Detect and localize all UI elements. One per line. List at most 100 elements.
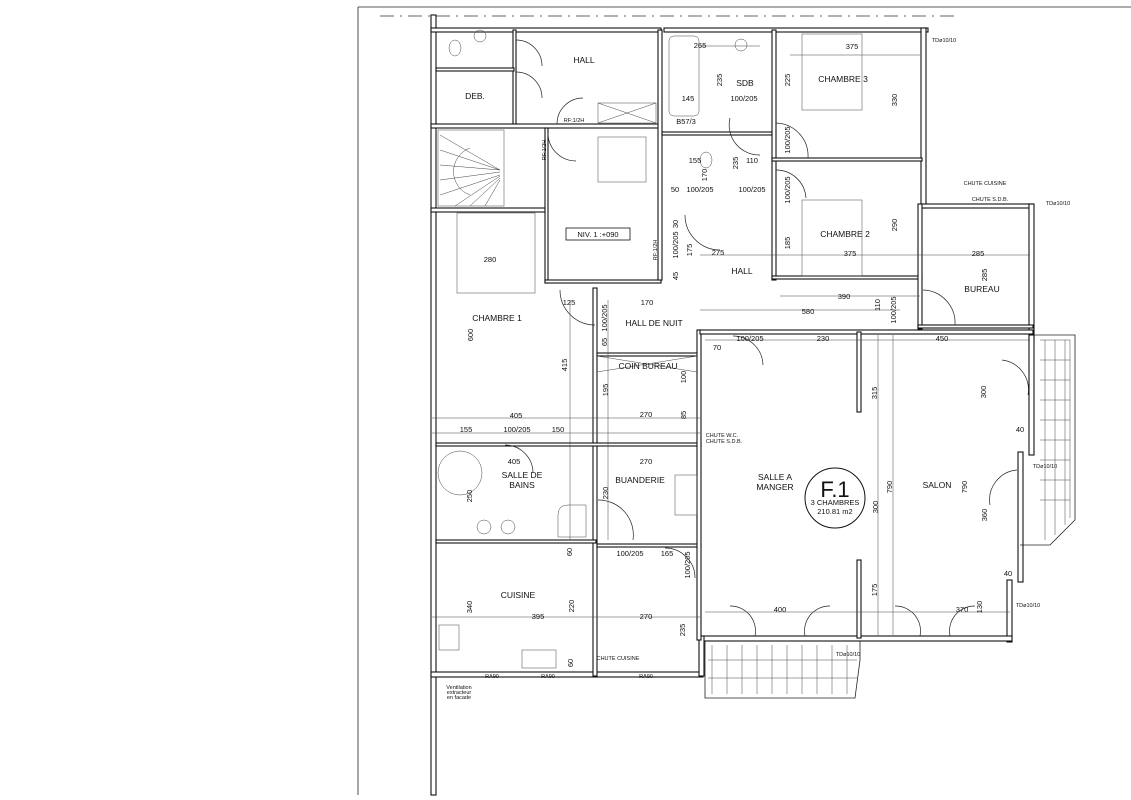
chute-cuisine-label: CHUTE CUISINE (597, 656, 640, 662)
dimension-label: 360 (980, 509, 989, 522)
lift-shaft (597, 102, 657, 124)
chute-cuisine-label: CHUTE CUISINE (964, 181, 1007, 187)
dimension-label: 265 (694, 41, 707, 50)
dimension-label: 285 (980, 269, 989, 282)
sink-icon (734, 38, 748, 52)
unit-code: F.1 (820, 477, 849, 502)
dimension-label: 390 (838, 292, 851, 301)
dimension-label: 100/205 (783, 126, 792, 153)
dimension-label: 790 (885, 481, 894, 494)
dimension-label: 165 (661, 549, 674, 558)
shower-icon (557, 504, 587, 538)
dimension-lines (432, 45, 1030, 635)
bathtub-icon (668, 35, 700, 117)
staircase (437, 129, 505, 207)
elevator (597, 136, 647, 183)
dimension-label: 300 (979, 386, 988, 399)
room-coin-bureau: COIN BUREAU (618, 361, 677, 371)
dimension-label: 50 (671, 185, 679, 194)
b57-label: B57/3 (676, 117, 696, 126)
sink-icon (473, 29, 487, 43)
ventilation-label: en facade (447, 695, 471, 701)
void-cross (596, 355, 698, 373)
chute-sdb-label: CHUTE S.D.B. (706, 439, 743, 445)
chute-sdb-label: CHUTE S.D.B. (972, 197, 1009, 203)
room-chambre-1: CHAMBRE 1 (472, 313, 522, 323)
balconies (704, 334, 1076, 699)
dimension-label: 230 (601, 487, 610, 500)
dimension-label: 150 (552, 425, 565, 434)
room-chambre-3: CHAMBRE 3 (818, 74, 868, 84)
dimension-label: 405 (510, 411, 523, 420)
downpipe-label: TDø10/10 (1033, 464, 1057, 470)
fixtures (437, 29, 863, 669)
dimension-label: 450 (936, 334, 949, 343)
dimension-label: 100/205 (783, 176, 792, 203)
dimension-label: 110 (746, 156, 758, 165)
fire-rating-label: RF:1/2H (542, 140, 548, 161)
ra-label: RA90 (541, 674, 555, 680)
downpipe-label: TDø10/10 (836, 652, 860, 658)
dimension-label: 175 (685, 244, 694, 257)
dimension-label: 270 (640, 410, 653, 419)
round-bathtub-icon (437, 450, 483, 496)
cooktop-icon (438, 624, 460, 651)
dimension-label: 100/205 (889, 296, 898, 323)
room-bureau: BUREAU (964, 284, 999, 294)
dimension-label: 330 (890, 94, 899, 107)
dimension-label: 370 (956, 605, 969, 614)
fire-rating-label: RF:1/2H (564, 118, 585, 124)
dimension-label: 45 (671, 272, 680, 280)
bed-outline (801, 33, 863, 111)
dimension-label: 275 (712, 248, 725, 257)
dimension-label: 125 (563, 298, 576, 307)
dimension-label: 100/205 (503, 425, 530, 434)
dimension-label: 170 (641, 298, 654, 307)
annotations: CHUTE CUISINE CHUTE S.D.B. TDø10/10 TDø1… (446, 38, 1070, 701)
dimension-label: 280 (484, 255, 497, 264)
room-salle-a-manger: SALLE A (758, 472, 792, 482)
dimension-label: 130 (975, 601, 984, 614)
dimension-label: 60 (566, 659, 575, 667)
dimension-label: 100/205 (683, 551, 692, 578)
room-deb: DEB. (465, 91, 485, 101)
dimension-label: 155 (460, 425, 473, 434)
dimension-label: 315 (870, 387, 879, 400)
room-hall-mid: HALL (731, 266, 753, 276)
room-hall-de-nuit: HALL DE NUIT (625, 318, 682, 328)
dimension-label: 400 (774, 605, 787, 614)
unit-rooms: 3 CHAMBRES (811, 498, 860, 507)
dimension-label: 285 (972, 249, 985, 258)
dimension-label: 70 (713, 343, 721, 352)
dimension-label: 290 (890, 219, 899, 232)
ventilation-label: extracteur (447, 690, 472, 696)
interior-walls (430, 29, 1034, 677)
unit-area: 210.81 m2 (817, 507, 852, 516)
dimension-label: 100/205 (738, 185, 765, 194)
dimension-label: 100/205 (600, 304, 609, 331)
downpipe-label: TDø10/10 (1046, 201, 1070, 207)
dimension-label: 230 (817, 334, 830, 343)
sink-icon (500, 519, 516, 535)
kitchen-sink-icon (521, 649, 557, 669)
dimension-label: 375 (844, 249, 857, 258)
dimension-label: 235 (678, 624, 687, 637)
dimension-label: 100/205 (736, 334, 763, 343)
dimension-label: 395 (532, 612, 545, 621)
dimension-label: 100 (679, 371, 688, 384)
room-labels: HALL DEB. SDB CHAMBRE 3 CHAMBRE 2 HALL B… (465, 55, 1000, 600)
dimension-label: 580 (802, 307, 815, 316)
dimension-label: 250 (465, 490, 474, 503)
dimension-label: 40 (1004, 569, 1012, 578)
dimension-label: 225 (783, 74, 792, 87)
fire-rating-label: RF:1/2H (653, 240, 659, 261)
dimension-label: 40 (1016, 425, 1024, 434)
dimension-label: 300 (871, 501, 880, 514)
dimension-label: 270 (640, 612, 653, 621)
toilet-icon (699, 151, 713, 169)
chute-wc-label: CHUTE W.C. (706, 433, 739, 439)
room-sdb: SDB (736, 78, 754, 88)
ra-label: RA90 (639, 674, 653, 680)
